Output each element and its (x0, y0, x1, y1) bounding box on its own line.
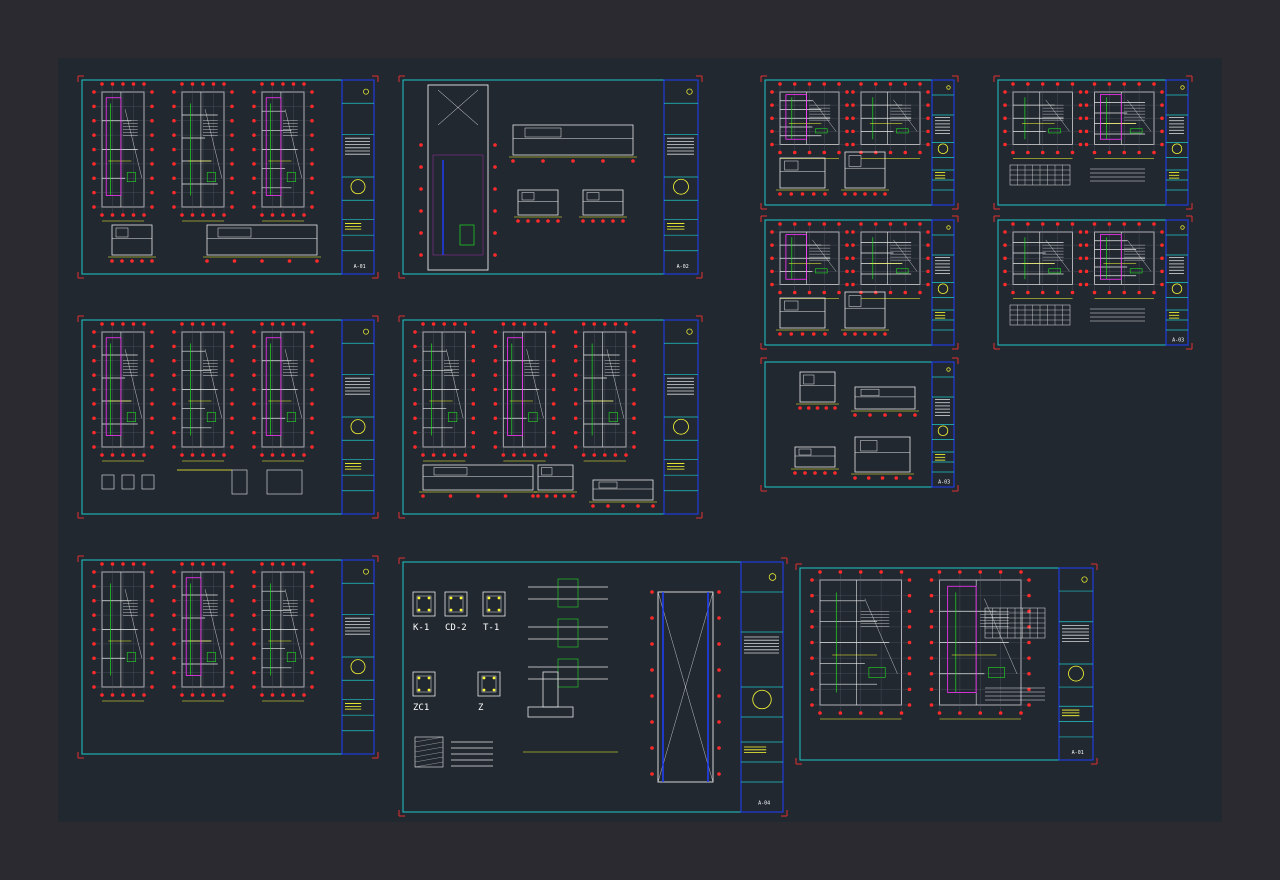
drawing-sheet[interactable]: A-03 (993, 215, 1193, 350)
sheet-code-label: A-02 (677, 264, 689, 270)
drawing-sheet[interactable]: A-01 (77, 75, 379, 279)
drawing-sheet[interactable] (77, 555, 379, 759)
sheet-code-label: A-03 (1172, 337, 1184, 343)
detail-label: ZC1 (413, 703, 429, 713)
detail-label: Z (478, 703, 484, 713)
drawing-sheet[interactable]: A-01 (795, 563, 1098, 765)
drawing-sheet[interactable] (77, 315, 379, 519)
detail-label: T-1 (483, 623, 499, 633)
drawing-sheet[interactable] (760, 75, 959, 210)
detail-label: CD-2 (445, 623, 467, 633)
cad-modelspace[interactable] (58, 58, 1222, 822)
drawing-sheet[interactable]: A-02 (398, 75, 703, 279)
sheet-code-label: A-04 (758, 801, 770, 807)
sheet-code-label: A-03 (938, 479, 950, 485)
sheet-code-label: A-01 (1072, 750, 1084, 756)
drawing-sheet[interactable] (760, 215, 959, 350)
drawing-sheet[interactable] (398, 315, 703, 519)
drawing-sheet[interactable] (993, 75, 1193, 210)
drawing-sheet[interactable]: A-03 (760, 357, 959, 492)
detail-label: K-1 (413, 623, 429, 633)
sheet-code-label: A-01 (354, 264, 366, 270)
